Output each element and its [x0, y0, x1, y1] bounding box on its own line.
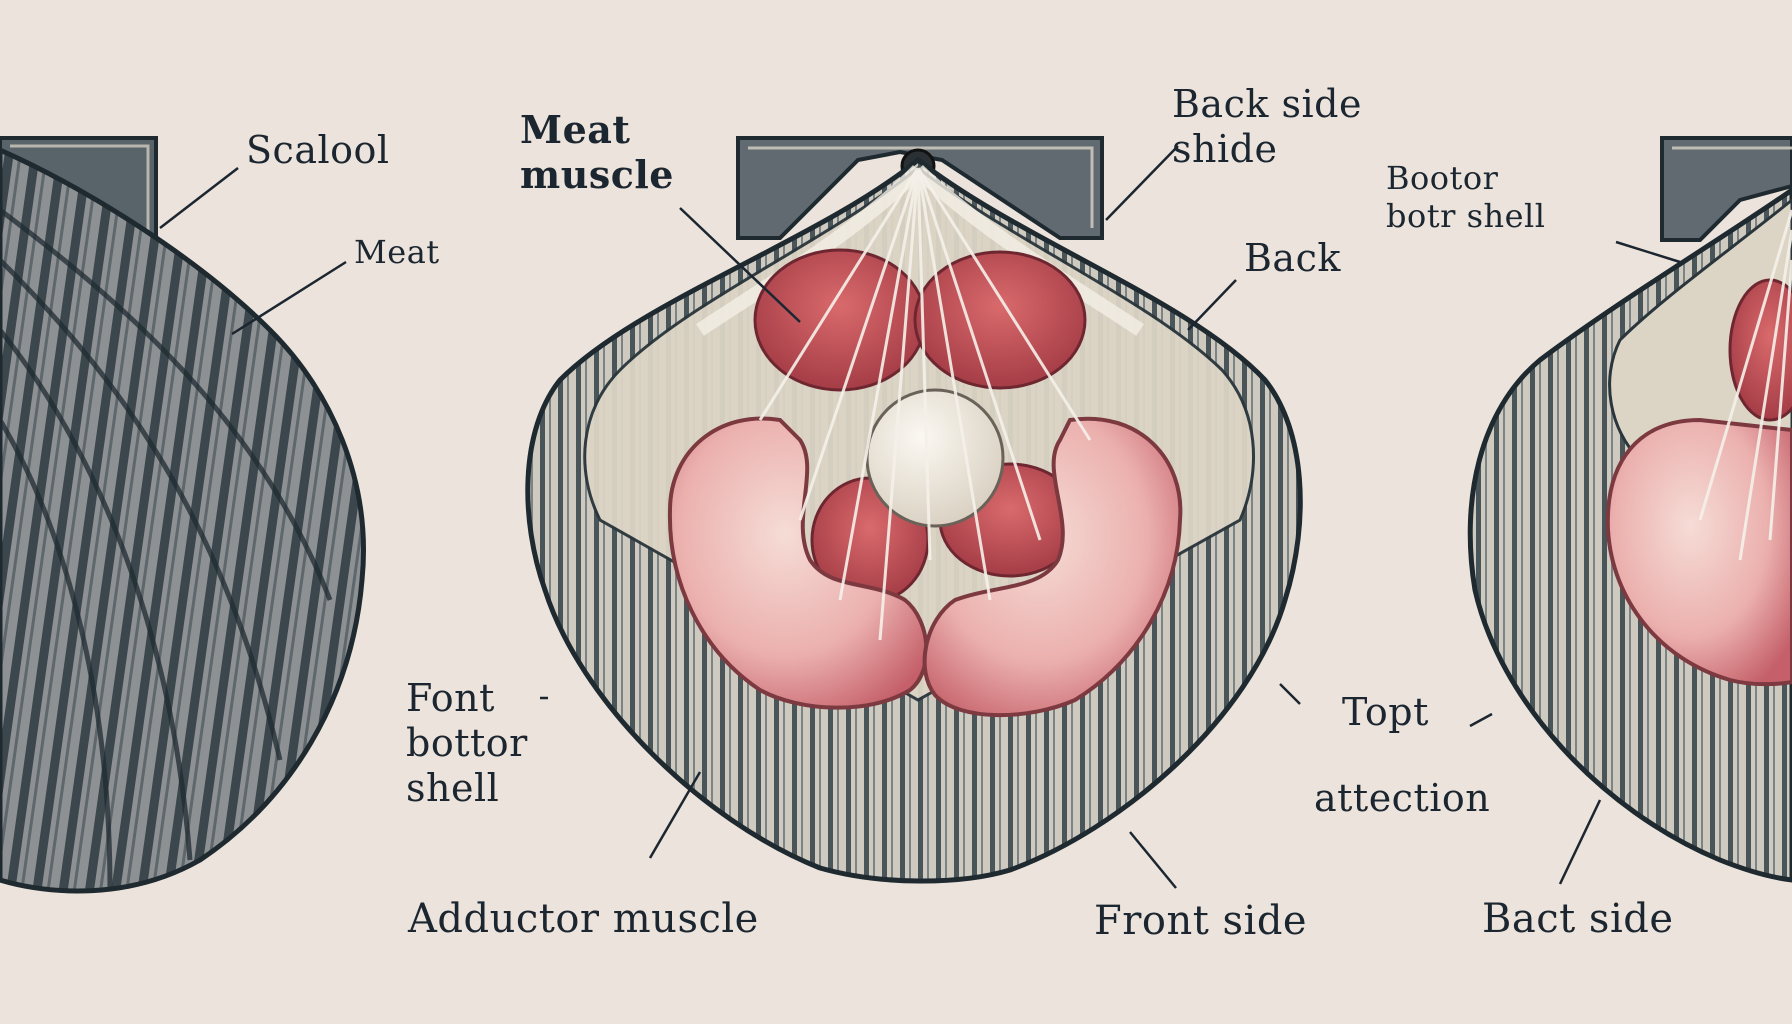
label-back-side-shide: Back side shide — [1172, 82, 1362, 171]
label-meat-muscle: Meat muscle — [520, 107, 674, 197]
label-front-side: Front side — [1094, 898, 1308, 944]
leader-lines — [159, 145, 1681, 889]
label-attection: attection — [1314, 776, 1491, 820]
label-back: Back — [1244, 236, 1341, 280]
left-roe-lobe — [667, 416, 929, 710]
label-back-side: Bact side — [1482, 896, 1674, 942]
center-shell-open — [525, 136, 1303, 884]
left-shell-outer — [0, 136, 366, 894]
label-scallop: Scalool — [246, 128, 390, 172]
label-font-bottor-shell: Font bottor shell — [406, 676, 528, 810]
label-bootor-shell: Bootor botr shell — [1386, 159, 1546, 235]
right-shell-hinge — [1660, 136, 1792, 242]
label-adductor-muscle: Adductor muscle — [408, 896, 759, 942]
label-meat-left: Meat — [354, 233, 440, 271]
right-roe-lobe — [922, 416, 1183, 718]
right-roe-lobe-partial — [1605, 417, 1792, 687]
label-topt: Topt — [1342, 690, 1429, 734]
left-shell-body — [0, 147, 366, 894]
adductor-muscle-disc — [865, 388, 1005, 528]
right-shell-partial — [1467, 136, 1792, 883]
